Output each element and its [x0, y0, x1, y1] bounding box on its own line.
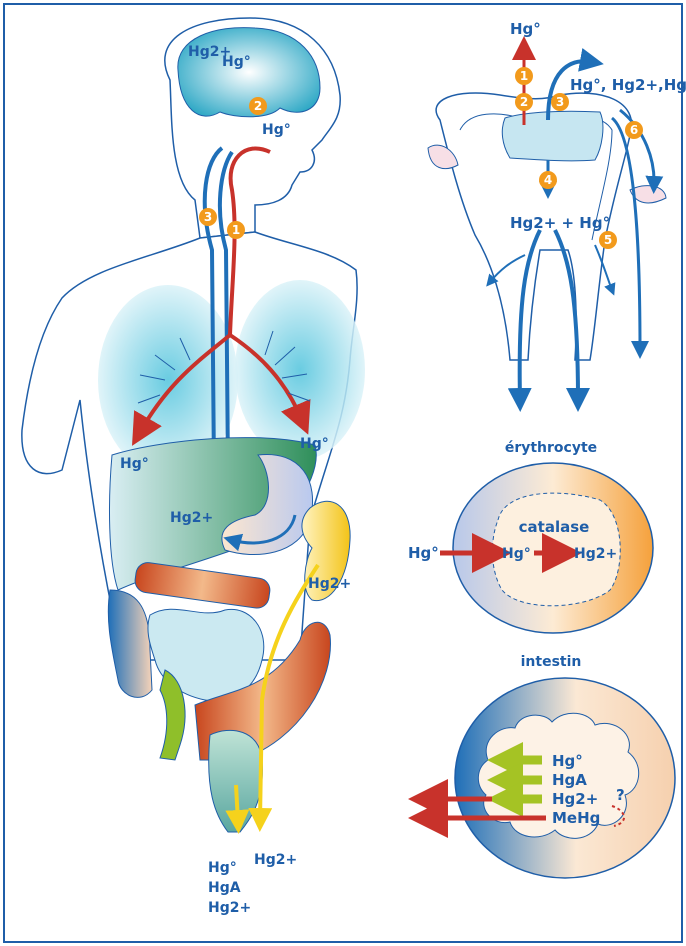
- ery-inner-label: Hg°: [502, 546, 531, 562]
- mouth-label: Hg°: [262, 122, 291, 138]
- tooth-badge-2: 2: [515, 93, 533, 111]
- svg-text:2: 2: [520, 95, 528, 109]
- int-label-mehg: MeHg: [552, 809, 600, 827]
- tooth-top-label: Hg°: [510, 20, 541, 38]
- tooth-badge-4: 4: [539, 171, 557, 189]
- rectum: [209, 730, 263, 832]
- tooth-badge-1: 1: [515, 67, 533, 85]
- lung-right-label: Hg°: [300, 436, 329, 452]
- intestine-panel: intestin Hg° HgA Hg2+ MeHg ?: [428, 654, 675, 878]
- badge-1: 1: [227, 221, 245, 239]
- int-question: ?: [616, 786, 625, 804]
- svg-text:3: 3: [204, 210, 212, 224]
- kidney-label: Hg2+: [308, 576, 351, 592]
- svg-text:1: 1: [520, 69, 528, 83]
- tooth-badge-3: 3: [551, 93, 569, 111]
- feces-arrow: [236, 785, 238, 822]
- urine-label: Hg2+: [254, 852, 297, 868]
- svg-text:4: 4: [544, 173, 552, 187]
- badge-3: 3: [199, 208, 217, 226]
- tooth-release-label: Hg°, Hg2+,HgA: [570, 76, 686, 94]
- lung-right: [235, 280, 365, 460]
- ery-input-label: Hg°: [408, 544, 439, 562]
- excreta-hg0: Hg°: [208, 860, 237, 876]
- badge-2: 2: [249, 97, 267, 115]
- svg-text:2: 2: [254, 99, 262, 113]
- svg-text:3: 3: [556, 95, 564, 109]
- excreta-hg2: Hg2+: [208, 900, 251, 916]
- svg-text:1: 1: [232, 223, 240, 237]
- svg-text:6: 6: [630, 123, 638, 137]
- tooth-pulp-label: Hg2+ + Hg°: [510, 214, 610, 232]
- brain-label-hg0: Hg°: [222, 54, 251, 70]
- tooth-panel: 1 2 3 4 5 6 Hg° Hg°, Hg2+,HgA Hg2+ + Hg°: [428, 20, 686, 400]
- excreta-hga: HgA: [208, 880, 241, 896]
- filling: [502, 111, 603, 161]
- intestine-title: intestin: [521, 654, 582, 670]
- int-label-hg2: Hg2+: [552, 790, 598, 808]
- lung-left-label: Hg°: [120, 456, 149, 472]
- tooth-badge-5: 5: [599, 231, 617, 249]
- catalase-label: catalase: [519, 518, 590, 536]
- erythrocyte-panel: érythrocyte catalase Hg° Hg° Hg2+: [408, 440, 653, 633]
- ery-product-label: Hg2+: [574, 546, 617, 562]
- int-label-hg0: Hg°: [552, 752, 583, 770]
- body-panel: 2 3 1 Hg2+ Hg° Hg° Hg° Hg° Hg2+ Hg2+ Hg°…: [22, 18, 365, 916]
- erythrocyte-title: érythrocyte: [505, 440, 597, 456]
- svg-text:5: 5: [604, 233, 612, 247]
- tooth-badge-6: 6: [625, 121, 643, 139]
- liver-label: Hg2+: [170, 510, 213, 526]
- int-label-hga: HgA: [552, 771, 587, 789]
